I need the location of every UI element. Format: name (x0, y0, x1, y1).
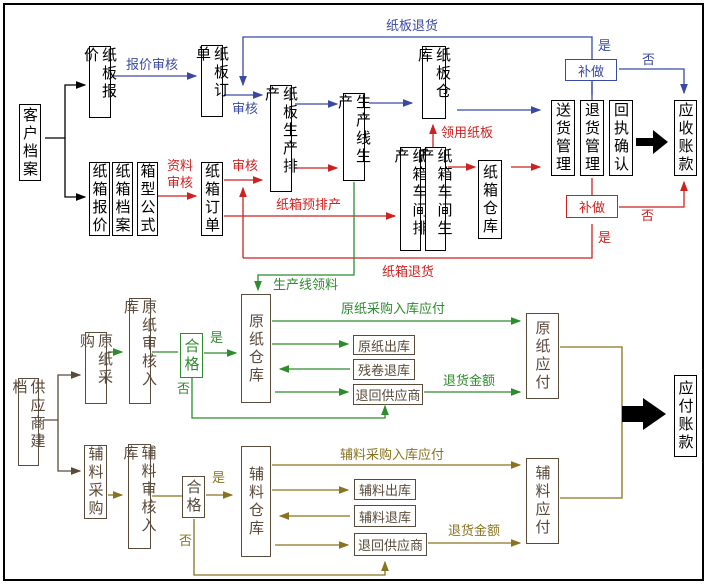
label-carton-return: 纸箱退货 (382, 265, 435, 280)
receipt-confirm-box[interactable]: 回执确认 (609, 100, 633, 176)
aux-return-supplier-box[interactable]: 退回供应商 (354, 533, 427, 556)
payable-box[interactable]: 应付账款 (674, 375, 697, 457)
box-formula-box[interactable]: 箱型公式 (137, 162, 158, 236)
scrap-return-box[interactable]: 残卷退库 (353, 359, 415, 380)
label-yes-bottom: 是 (598, 231, 612, 246)
label-use-paperboard: 领用纸板 (441, 126, 494, 141)
label-material-review-1: 资料 (167, 159, 194, 174)
customer-branch-lines (45, 81, 87, 201)
carton-order-box[interactable]: 纸箱订单 (201, 162, 223, 236)
label-raw-no: 否 (177, 382, 191, 397)
diagram-frame (3, 3, 704, 581)
supplier-archive-box[interactable]: 供应商建档 (11, 378, 47, 466)
label-aux-in-payable: 辅料采购入库应付 (340, 448, 445, 463)
paperboard-order-box[interactable]: 纸板订单 (194, 45, 230, 117)
label-no-bottom: 否 (641, 209, 655, 224)
customer-archive-box[interactable]: 客户档案 (19, 104, 41, 181)
label-aux-yes: 是 (212, 471, 226, 486)
supplier-branch-lines (43, 371, 82, 475)
aux-warehouse-box[interactable]: 辅料仓库 (241, 446, 271, 557)
label-carton-pre-schedule: 纸箱预排产 (276, 198, 342, 213)
label-yes-top: 是 (598, 39, 612, 54)
carton-flow-lines (155, 123, 688, 259)
paperboard-quote-box[interactable]: 纸板报价 (82, 46, 118, 118)
aux-purchase-box[interactable]: 辅料采购 (84, 445, 107, 519)
label-review-red: 审核 (232, 159, 259, 174)
aux-payable-box[interactable]: 辅料应付 (526, 458, 559, 544)
raw-paper-flow-lines (108, 182, 522, 419)
receivable-box[interactable]: 应收账款 (674, 100, 697, 176)
raw-warehouse-box[interactable]: 原纸仓库 (241, 294, 271, 403)
auxiliary-flow-lines (108, 346, 623, 576)
label-raw-yes: 是 (210, 331, 224, 346)
label-no-top: 否 (642, 53, 656, 68)
label-line-material: 生产线领料 (273, 278, 339, 293)
carton-quote-box[interactable]: 纸箱报价 (89, 162, 110, 236)
delivery-mgmt-box[interactable]: 送货管理 (551, 100, 575, 176)
label-raw-in-payable: 原纸采购入库应付 (341, 302, 446, 317)
redo-bottom-box[interactable]: 补做 (566, 195, 618, 218)
paperboard-warehouse-box[interactable]: 纸板仓库 (416, 46, 452, 119)
label-aux-return-amount: 退货金额 (448, 524, 501, 539)
label-review-blue: 审核 (232, 102, 259, 117)
label-aux-no: 否 (179, 534, 193, 549)
aux-return-stock-box[interactable]: 辅料退库 (354, 505, 416, 527)
big-arrow-payable (622, 398, 666, 430)
raw-payable-box[interactable]: 原纸应付 (526, 313, 559, 399)
raw-qualified-box[interactable]: 合格 (180, 333, 203, 378)
raw-return-supplier-box[interactable]: 退回供应商 (353, 384, 423, 405)
carton-workshop-schedule-box[interactable]: 纸箱车间排产 (393, 147, 429, 251)
raw-purchase-box[interactable]: 原纸采购 (78, 332, 114, 404)
paperboard-schedule-box[interactable]: 纸板生产排产 (263, 85, 299, 192)
label-material-review-2: 审核 (167, 176, 194, 191)
carton-workshop-production-box[interactable]: 纸箱车间生产 (418, 147, 454, 251)
aux-inspect-box[interactable]: 辅料审核入库 (122, 444, 158, 549)
redo-top-box[interactable]: 补做 (565, 59, 617, 81)
return-mgmt-box[interactable]: 退货管理 (580, 100, 604, 176)
label-raw-return-amount: 退货金额 (443, 374, 496, 389)
label-paperboard-return: 纸板退货 (386, 19, 439, 34)
raw-inspect-box[interactable]: 原纸审核入库 (122, 298, 158, 404)
production-line-box[interactable]: 生产线生产 (336, 93, 372, 181)
aux-out-box[interactable]: 辅料出库 (354, 479, 416, 500)
label-quote-review: 报价审核 (126, 58, 179, 73)
carton-warehouse-box[interactable]: 纸箱仓库 (478, 160, 502, 239)
aux-qualified-box[interactable]: 合格 (182, 476, 205, 518)
big-arrow-receivable (636, 130, 668, 154)
raw-out-box[interactable]: 原纸出库 (353, 335, 415, 355)
carton-archive-box[interactable]: 纸箱档案 (112, 162, 133, 236)
